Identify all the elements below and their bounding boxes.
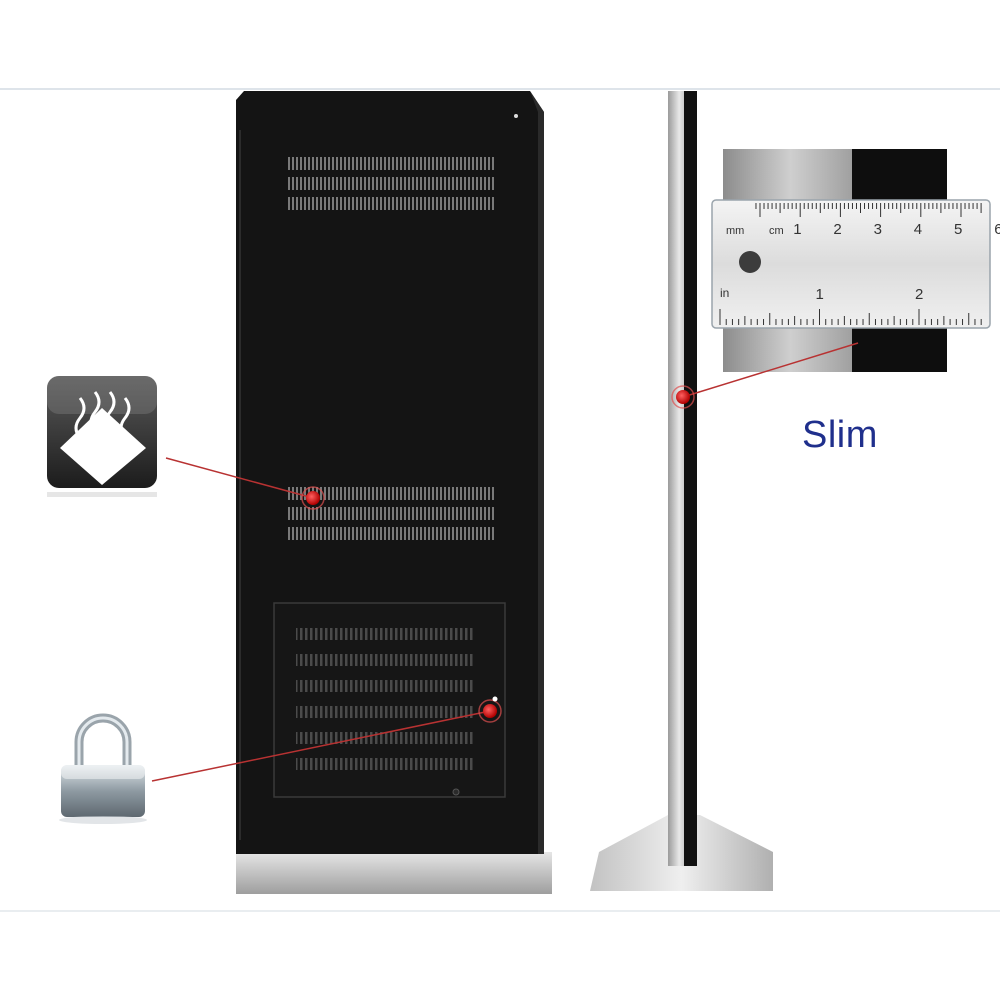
middle-vent-row-1 xyxy=(288,487,494,500)
callout-marker-slim xyxy=(671,385,695,409)
upper-vent-row-2 xyxy=(288,177,494,190)
heat-dissipation-icon xyxy=(47,376,157,497)
ruler-cm-label: 5 xyxy=(954,221,962,238)
ruler-body xyxy=(711,199,991,329)
callout-lines xyxy=(151,342,859,782)
upper-vent-row-1 xyxy=(288,157,494,170)
kiosk-back-view xyxy=(236,91,552,894)
upper-vent-row-3 xyxy=(288,197,494,210)
slim-label: Slim xyxy=(802,414,878,456)
ruler-cm-label: 1 xyxy=(793,221,801,238)
ruler-cm-ticks: 1 2 3 4 5 6 xyxy=(755,203,1000,238)
ruler-cm-label: 4 xyxy=(914,221,922,238)
ruler-mm-unit: mm xyxy=(726,225,744,237)
ruler-cm-label: 2 xyxy=(833,221,841,238)
ruler-in-unit: in xyxy=(720,286,729,300)
ruler-hole xyxy=(739,251,761,273)
callout-marker-lock xyxy=(478,696,502,723)
side-screen-edge xyxy=(684,91,697,866)
padlock-icon xyxy=(59,713,147,824)
kiosk-base-plate xyxy=(236,852,552,894)
middle-vent-row-2 xyxy=(288,507,494,520)
kiosk-side-view xyxy=(590,91,773,891)
middle-vent-row-3 xyxy=(288,527,494,540)
ruler-cm-unit: cm xyxy=(769,225,784,237)
ruler-cm-label: 3 xyxy=(874,221,882,238)
ruler-in-label: 2 xyxy=(915,286,923,303)
ruler-in-label: 1 xyxy=(816,286,824,303)
callout-marker-vent xyxy=(301,486,325,510)
ruler-cm-label: 6 xyxy=(994,221,1000,238)
